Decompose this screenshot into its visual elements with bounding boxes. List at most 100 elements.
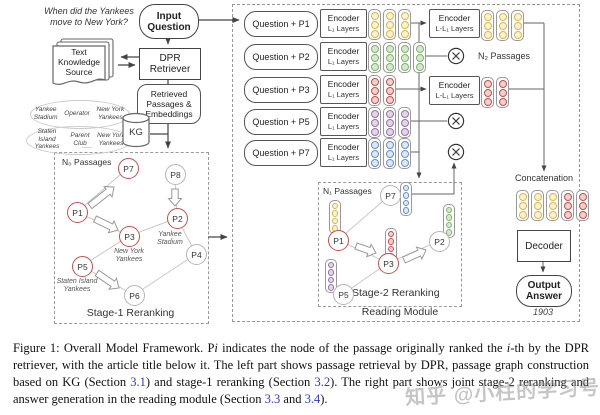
encoder-l1-box-1: Encoder L₁ Layers <box>320 9 367 38</box>
token-stack-p7 <box>368 138 411 169</box>
example-question-text: When did the Yankees move to New York? <box>44 6 134 27</box>
question-passage-pill-3: Question + P3 <box>244 77 318 103</box>
n2-passages-label: N₂ Passages <box>478 51 531 61</box>
encoder-layers: L₁ Layers <box>327 121 360 131</box>
passage-node-p7: P7 <box>118 158 139 179</box>
answer-value: 1903 <box>532 307 554 317</box>
text-knowledge-source-node: Text Knowledge Source <box>50 38 116 90</box>
stage2-node-p5: P5 <box>333 284 354 305</box>
encoder-upper-box-1: Encoder L-L₁ Layers <box>429 9 480 38</box>
prune-icon <box>447 143 465 161</box>
caption-text: ). The right part shows joint stage-2 re… <box>13 375 589 406</box>
encoder-layers: L-L₁ Layers <box>435 90 474 100</box>
stage2-token-p7 <box>400 182 412 216</box>
token-stack-p3 <box>368 75 396 106</box>
caption-italic-i: i <box>506 341 511 355</box>
token-stack-p1 <box>368 9 411 40</box>
article-title-annotation: Staten Island Yankees <box>56 278 98 293</box>
caption-text: ) and stage-1 reranking (Section <box>145 375 315 389</box>
encoder-l1-box-5: Encoder L₁ Layers <box>320 107 367 136</box>
question-passage-pill-7: Question + P7 <box>244 140 318 166</box>
concatenated-token-stack <box>516 190 589 221</box>
passage-node-p3: P3 <box>119 226 140 247</box>
encoder-title: Encoder <box>327 79 360 90</box>
section-link-3-3[interactable]: 3.3 <box>264 392 281 406</box>
stage2-node-p1: P1 <box>328 230 349 251</box>
kg-triple-row: Yankee Stadium Operator New York Yankees <box>32 102 126 125</box>
caption-text: and <box>280 392 305 406</box>
question-passage-pill-5: Question + P5 <box>244 109 318 135</box>
dpr-retriever-node: DPR Retriever <box>139 48 201 80</box>
encoder-title: Encoder <box>438 13 471 24</box>
n0-passages-label: N₀ Passages <box>62 157 112 167</box>
database-cylinder-icon <box>122 112 150 148</box>
encoder-layers: L₁ Layers <box>327 89 360 99</box>
kg-entity: Staten Island Yankees <box>34 128 60 151</box>
passage-node-p5: P5 <box>72 256 93 277</box>
encoder-title: Encoder <box>327 142 360 153</box>
token-stack-p2 <box>368 42 426 73</box>
encoder-l1-box-7: Encoder L₁ Layers <box>320 138 367 167</box>
stage1-box <box>54 152 209 324</box>
decoder-node: Decoder <box>517 230 571 262</box>
section-link-3-1[interactable]: 3.1 <box>130 375 146 389</box>
passage-node-p4: P4 <box>186 244 207 265</box>
document-stack-icon <box>52 38 114 85</box>
section-link-3-2[interactable]: 3.2 <box>314 375 331 389</box>
kg-database-node: KG <box>122 112 150 148</box>
encoder-title: Encoder <box>327 13 360 24</box>
output-answer-node: Output Answer <box>516 275 572 307</box>
question-passage-pill-1: Question + P1 <box>244 11 318 37</box>
kg-ellipsis: ...... <box>81 143 93 150</box>
encoder-title: Encoder <box>438 80 471 91</box>
token-stack-p5 <box>368 107 411 138</box>
stage1-label: Stage-1 Reranking <box>86 307 175 319</box>
concatenation-label: Concatenation <box>514 173 574 183</box>
reading-module-label: Reading Module <box>361 306 439 318</box>
prune-icon <box>447 112 465 130</box>
figure-caption: Figure 1: Overall Model Framework. Pi in… <box>13 340 589 408</box>
caption-text: Figure 1: Overall Model Framework. P <box>13 341 215 355</box>
question-passage-pill-2: Question + P2 <box>244 44 318 70</box>
token-stack-p1-final <box>481 10 524 41</box>
kg-entity: Yankee Stadium <box>33 106 58 121</box>
kg-relation: Operator <box>64 109 90 117</box>
kg-entity: New York Yankees <box>97 132 125 147</box>
encoder-upper-box-2: Encoder L-L₁ Layers <box>429 76 480 105</box>
encoder-layers: L-L₁ Layers <box>435 23 474 33</box>
caption-italic-i: i <box>214 341 218 355</box>
stage2-token-p2 <box>443 204 455 238</box>
caption-text: indicates the node of the passage origin… <box>217 341 507 355</box>
article-title-annotation: Yankee Stadium <box>157 231 183 246</box>
encoder-layers: L₁ Layers <box>327 23 360 33</box>
kg-entity: New York Yankees <box>96 106 125 121</box>
token-stack-p3-final <box>481 77 509 108</box>
caption-text: ). <box>320 392 328 406</box>
stage2-box <box>318 182 462 307</box>
article-title-annotation: New York Yankees <box>114 248 144 263</box>
section-link-3-4[interactable]: 3.4 <box>304 392 321 406</box>
n1-passages-label: N₁ Passages <box>323 186 372 196</box>
stage2-token-p1 <box>329 200 341 234</box>
passage-node-p6: P6 <box>124 285 145 306</box>
encoder-title: Encoder <box>327 111 360 122</box>
encoder-l1-box-3: Encoder L₁ Layers <box>320 75 367 104</box>
passage-node-p2: P2 <box>167 208 188 229</box>
encoder-layers: L₁ Layers <box>327 152 360 162</box>
passage-node-p1: P1 <box>67 202 88 223</box>
kg-relation: Parent Club <box>70 132 90 147</box>
text-knowledge-source-label: Text Knowledge Source <box>57 47 101 77</box>
input-question-node: Input Question <box>139 4 199 39</box>
encoder-layers: L₁ Layers <box>327 56 360 66</box>
stage2-label: Stage-2 Reranking <box>352 287 440 299</box>
encoder-title: Encoder <box>327 46 360 57</box>
stage2-node-p2: P2 <box>429 231 450 252</box>
reading-module-box <box>232 4 580 322</box>
kg-triple-row: Staten Island Yankees Parent Club New Yo… <box>28 128 128 151</box>
caption-text: -th by the DPR retriever, with the artic… <box>13 341 589 389</box>
passage-node-p8: P8 <box>165 164 186 185</box>
stage2-node-p3: P3 <box>378 253 399 274</box>
encoder-l1-box-2: Encoder L₁ Layers <box>320 42 367 71</box>
kg-label: KG <box>129 127 143 138</box>
